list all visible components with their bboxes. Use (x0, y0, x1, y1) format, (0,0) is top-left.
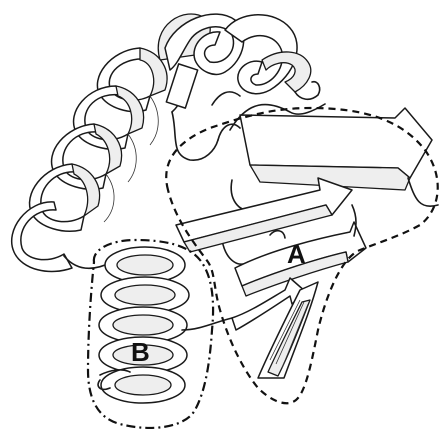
beta-sheet (176, 108, 438, 378)
helix-top (158, 14, 319, 112)
helix-left (12, 48, 167, 271)
region-b-label: B (131, 337, 150, 367)
region-a-label: A (287, 239, 306, 269)
